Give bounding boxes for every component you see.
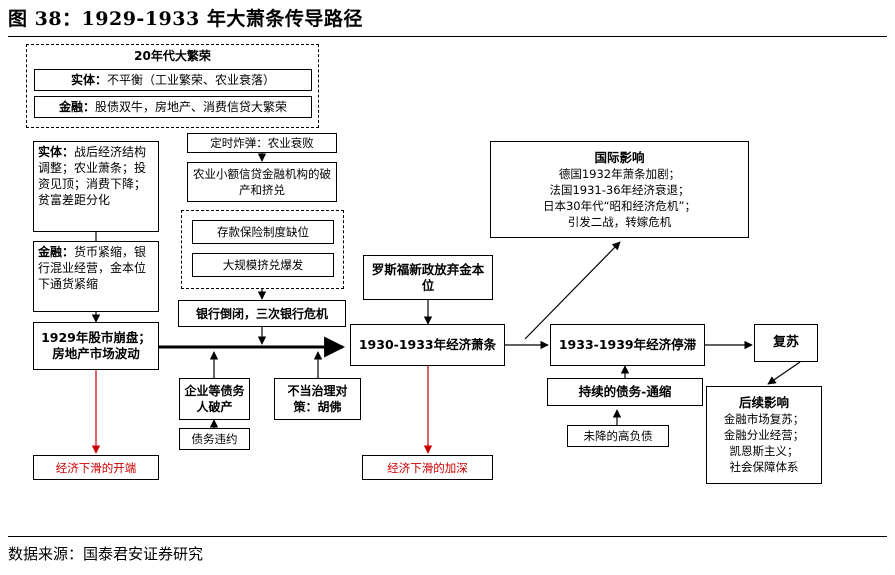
footer-rule xyxy=(8,536,887,537)
intl-heading: 国际影响 xyxy=(594,149,645,165)
source-note: 数据来源：国泰君安证券研究 xyxy=(8,545,204,563)
deposit-insurance-box: 存款保险制度缺位 xyxy=(192,220,334,244)
bank-run-box: 大规模挤兑爆发 xyxy=(192,253,334,277)
intl-line: 法国1931-36年经济衰退； xyxy=(549,182,690,197)
corp-default-box: 企业等债务人破产 xyxy=(179,378,250,420)
debt-default-box: 债务违约 xyxy=(179,428,250,450)
arrow-recovery-aftermath xyxy=(767,361,801,385)
start-decline-box: 经济下滑的开端 xyxy=(33,455,159,480)
boom-finance-box: 金融：股债双牛，房地产、消费信贷大繁荣 xyxy=(34,96,312,118)
bank-run-group xyxy=(181,210,344,289)
bank-crisis-box: 银行倒闭，三次银行危机 xyxy=(178,300,346,327)
deepen-decline-box: 经济下滑的加深 xyxy=(362,455,493,480)
depression-box: 1930-1933年经济萧条 xyxy=(350,324,505,366)
finance-tight-label: 金融： xyxy=(38,245,75,259)
aftermath-box: 后续影响 金融市场复苏； 金融分业经营； 凯恩斯主义； 社会保障体系 xyxy=(706,386,822,484)
bad-policy-box: 不当治理对策：胡佛 xyxy=(274,378,361,420)
boom-finance-label: 金融： xyxy=(58,100,95,114)
finance-tight-box: 金融：货币紧缩，银行混业经营，金本位下通货紧缩 xyxy=(33,241,159,312)
boom-group xyxy=(26,44,319,128)
intl-box: 国际影响 德国1932年萧条加剧； 法国1931-36年经济衰退； 日本30年代… xyxy=(490,141,749,238)
boom-real-label: 实体： xyxy=(70,73,107,87)
deflation-box: 持续的债务-通缩 xyxy=(547,378,703,406)
recovery-box: 复苏 xyxy=(754,324,818,362)
intl-line: 德国1932年萧条加剧； xyxy=(558,166,681,181)
real-economy-text: 战后经济结构调整；农业萧条；投资见顶；消费下降；贫富差距分化 xyxy=(38,145,147,207)
arrow-depression-intl xyxy=(524,241,621,340)
figure-title: 图 38：1929-1933 年大萧条传导路径 xyxy=(8,8,363,30)
high-debt-box: 未降的高负债 xyxy=(567,425,669,447)
farm-credit-box: 农业小额信贷金融机构的破产和挤兑 xyxy=(187,162,337,202)
real-economy-label: 实体： xyxy=(38,145,75,159)
aftermath-heading: 后续影响 xyxy=(738,395,789,410)
real-economy-box: 实体：战后经济结构调整；农业萧条；投资见顶；消费下降；贫富差距分化 xyxy=(33,141,159,232)
aftermath-line: 金融分业经营； xyxy=(723,428,805,442)
intl-line: 引发二战，转嫁危机 xyxy=(567,214,672,229)
boom-finance-text: 股债双牛，房地产、消费信贷大繁荣 xyxy=(95,100,288,114)
stagnation-box: 1933-1939年经济停滞 xyxy=(550,324,705,366)
boom-real-box: 实体：不平衡（工业繁荣、农业衰落） xyxy=(34,69,312,91)
roosevelt-box: 罗斯福新政放弃金本位 xyxy=(363,255,493,300)
intl-line: 日本30年代“昭和经济危机”； xyxy=(542,198,697,213)
time-bomb-box: 定时炸弹：农业衰败 xyxy=(187,133,337,153)
title-rule xyxy=(8,36,887,37)
finance-tight-text: 货币紧缩，银行混业经营，金本位下通货紧缩 xyxy=(38,245,147,291)
boom-heading: 20年代大繁荣 xyxy=(134,49,211,63)
crash-1929-box: 1929年股市崩盘；房地产市场波动 xyxy=(33,322,159,370)
aftermath-line: 社会保障体系 xyxy=(729,460,799,474)
boom-real-text: 不平衡（工业繁荣、农业衰落） xyxy=(107,73,276,87)
aftermath-line: 金融市场复苏； xyxy=(723,412,805,426)
aftermath-line: 凯恩斯主义； xyxy=(729,444,799,458)
